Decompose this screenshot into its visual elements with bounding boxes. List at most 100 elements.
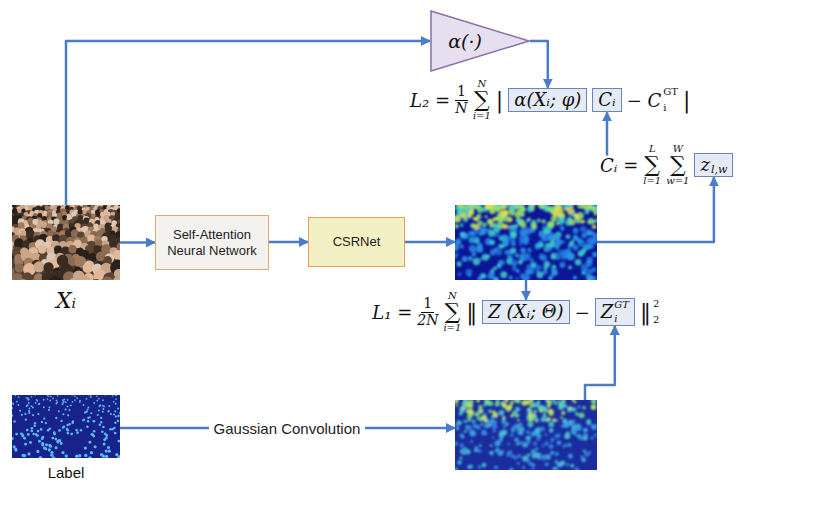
head-dot — [48, 448, 51, 451]
sum-symbol: ∑ — [445, 301, 461, 323]
head-dot — [88, 394, 90, 396]
head-dot — [93, 430, 96, 433]
density-blob — [533, 441, 537, 445]
density-blob — [468, 215, 471, 218]
head-dot — [49, 400, 51, 402]
density-blob — [510, 414, 513, 417]
crowd-head — [109, 234, 116, 241]
density-blob — [560, 461, 565, 466]
density-blob — [502, 239, 509, 246]
density-blob — [500, 271, 507, 278]
head-dot — [56, 400, 58, 402]
density-blob — [572, 407, 577, 412]
density-blob — [475, 217, 479, 221]
superscript: 2 — [653, 299, 659, 309]
density-blob — [569, 420, 573, 424]
flow-arrow — [66, 41, 430, 205]
density-blob — [526, 219, 530, 223]
head-dot — [74, 396, 76, 398]
density-blob — [479, 444, 482, 447]
density-blob — [483, 222, 487, 226]
density-blob — [568, 265, 572, 269]
box-label: Self-Attention Neural Network — [162, 227, 262, 258]
density-blob — [543, 269, 548, 274]
density-blob — [578, 406, 581, 409]
density-blob — [490, 240, 495, 245]
density-blob — [516, 269, 520, 273]
formula-row: L₁ =12NN∑i=1‖Z (Xᵢ; Θ)−ZGTi‖22 — [372, 291, 659, 333]
density-blob — [508, 443, 510, 445]
head-dot — [47, 395, 49, 397]
density-blob — [591, 399, 597, 405]
density-blob — [460, 244, 464, 248]
head-dot — [83, 404, 85, 406]
subscript: i — [663, 103, 678, 113]
density-blob — [499, 431, 505, 437]
density-blob — [545, 441, 549, 445]
density-blob — [469, 410, 474, 415]
crowd-photo — [1, 200, 126, 293]
head-dot — [94, 445, 97, 448]
density-blob — [591, 276, 597, 282]
head-dot — [21, 414, 23, 416]
density-blob — [466, 425, 472, 431]
head-dot — [70, 404, 72, 406]
density-blob — [588, 451, 591, 454]
density-blob — [583, 433, 588, 438]
density-blob — [587, 257, 593, 263]
density-blob — [510, 401, 514, 405]
crowd-head — [65, 205, 70, 210]
density-blob — [456, 427, 460, 431]
head-dot — [48, 409, 50, 411]
sum-upper-limit: L — [649, 144, 656, 154]
formula-operator: − — [575, 302, 590, 323]
head-dot — [117, 455, 120, 458]
formula-row: L₂ =1NN∑i=1|α(Xᵢ; φ)Cᵢ− CGTi| — [410, 79, 690, 121]
density-blob — [531, 203, 536, 208]
head-dot — [31, 427, 34, 430]
head-dot — [66, 424, 68, 426]
density-blob — [591, 206, 597, 212]
density-blob — [472, 252, 477, 257]
head-dot — [102, 408, 104, 410]
head-dot — [43, 417, 45, 419]
density-blob — [455, 206, 459, 210]
density-blob — [586, 419, 591, 424]
head-dot — [25, 419, 27, 421]
density-blob — [537, 219, 541, 223]
density-blob — [454, 467, 458, 471]
density-blob — [581, 232, 587, 238]
head-dot — [36, 399, 38, 401]
density-blob — [480, 229, 486, 235]
density-blob — [511, 241, 516, 246]
head-dot — [58, 429, 61, 432]
density-blob — [591, 399, 594, 402]
density-blob — [474, 413, 478, 417]
image-caption: Xᵢ — [56, 288, 76, 313]
head-dot — [50, 451, 53, 454]
crowd-head — [8, 201, 12, 205]
density-blob — [524, 253, 531, 260]
script-stack: GTi — [663, 87, 678, 113]
density-blob — [500, 210, 507, 217]
density-blob — [554, 243, 560, 249]
head-dot — [80, 429, 83, 432]
density-blob — [567, 253, 575, 261]
density-blob — [505, 405, 511, 411]
head-dot — [36, 450, 39, 453]
head-dot — [49, 428, 52, 431]
density-blob — [470, 431, 476, 437]
head-dot — [58, 439, 61, 442]
head-dot — [88, 441, 91, 444]
head-dot — [87, 417, 89, 419]
density-blob — [563, 241, 566, 244]
density-blob — [480, 423, 484, 427]
density-blob — [549, 444, 554, 449]
formula-text: Cᵢ = — [600, 155, 638, 176]
flow-arrow — [269, 241, 308, 244]
density-blob — [492, 436, 495, 439]
density-blob — [477, 207, 484, 214]
density-blob — [532, 416, 536, 420]
density-blob — [516, 399, 519, 402]
head-dot — [96, 395, 98, 397]
